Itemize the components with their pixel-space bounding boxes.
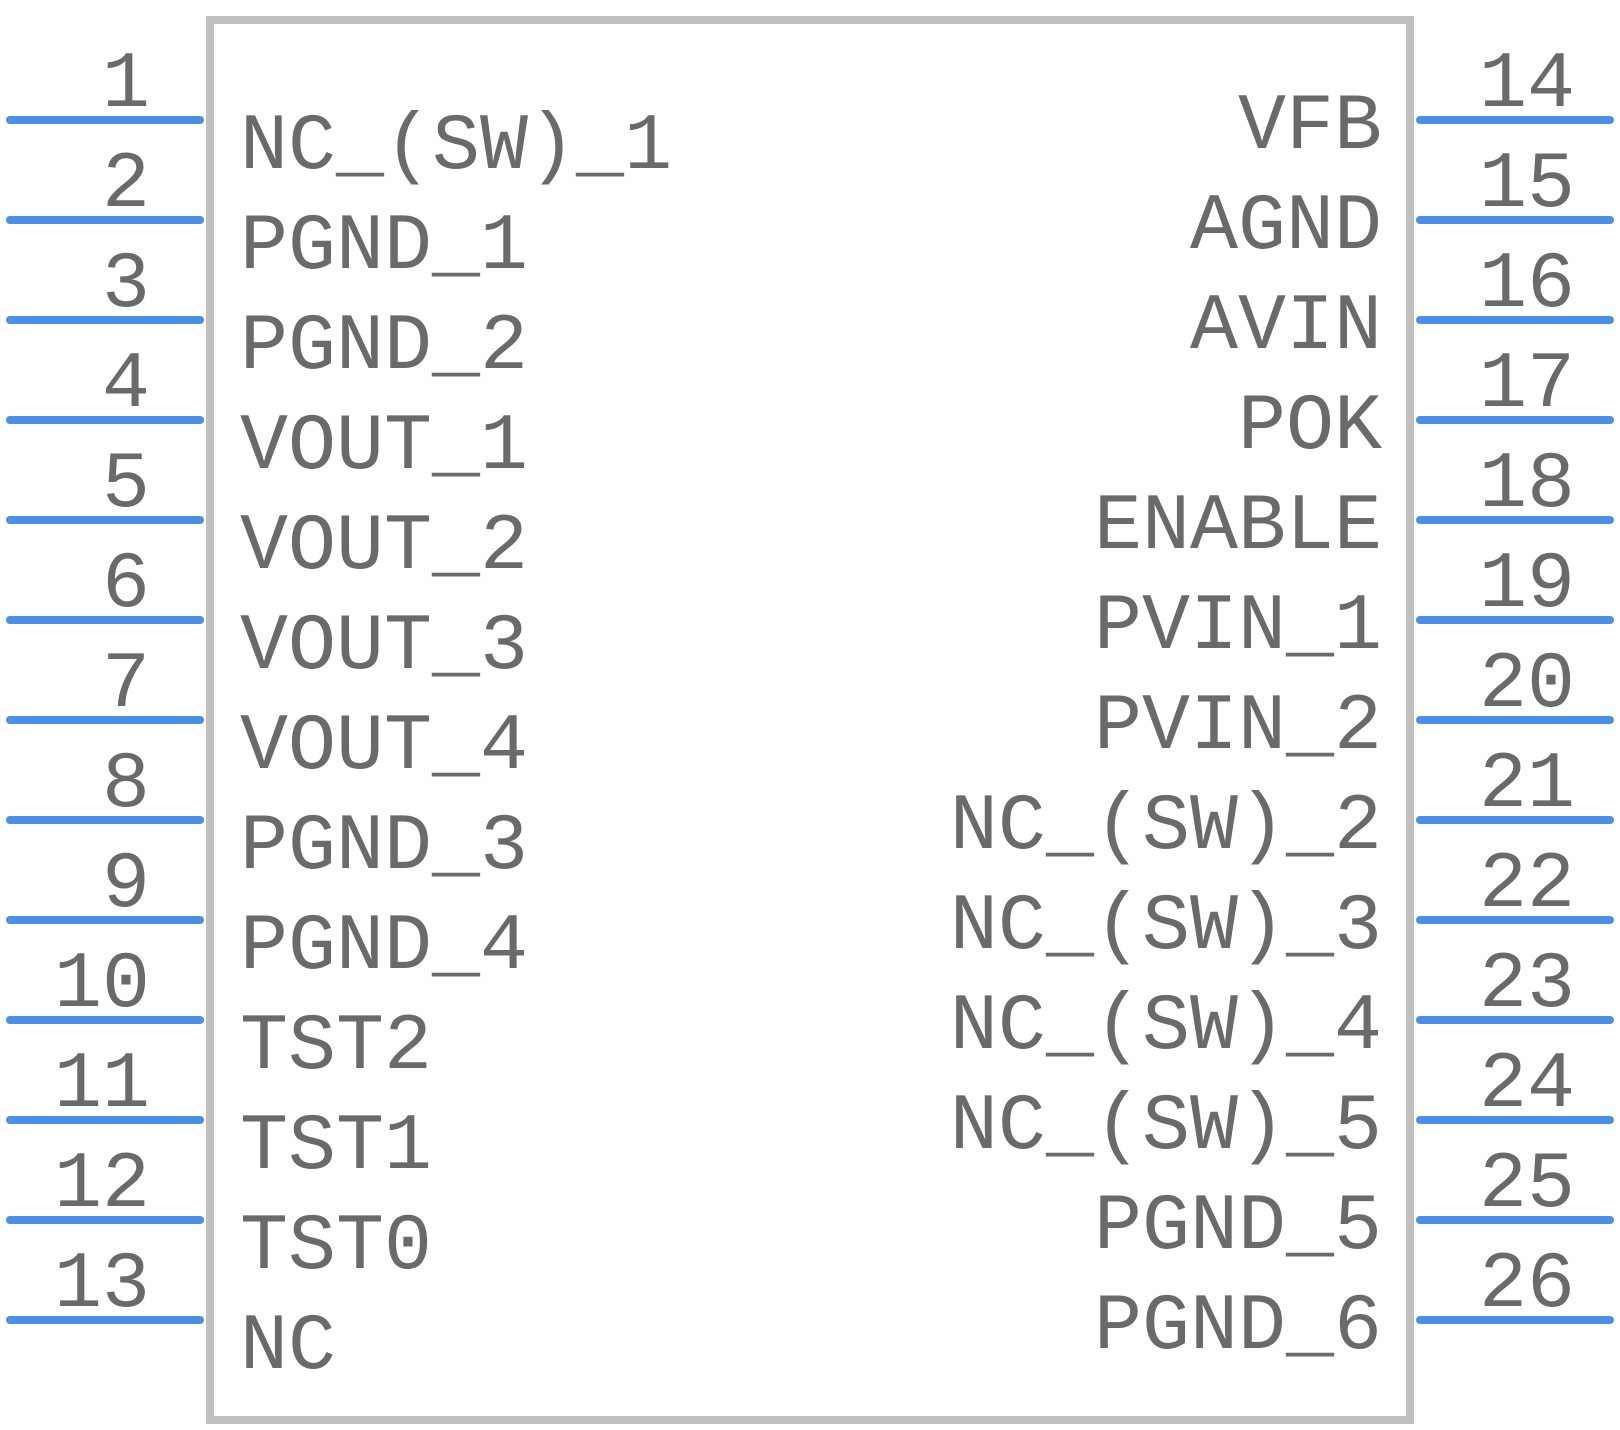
pin-16: 16 AVIN	[1190, 240, 1614, 373]
pin-name-tst2: TST2	[240, 1002, 432, 1093]
pin-18: 18 ENABLE	[1094, 440, 1614, 573]
pin-number: 21	[1479, 740, 1575, 831]
pin-name-pok: POK	[1238, 382, 1382, 473]
pin-14: 14 VFB	[1238, 40, 1614, 173]
pin-name-pgnd-4: PGND_4	[240, 902, 528, 993]
pin-26: 26 PGND_6	[1094, 1240, 1614, 1373]
pin-name-pgnd-3: PGND_3	[240, 802, 528, 893]
pin-24: 24 NC_(SW)_5	[950, 1040, 1614, 1173]
pin-number: 2	[102, 140, 150, 231]
pin-name-pgnd-6: PGND_6	[1094, 1282, 1382, 1373]
pin-name-tst0: TST0	[240, 1202, 432, 1293]
pin-number: 19	[1479, 540, 1575, 631]
pin-name-avin: AVIN	[1190, 282, 1382, 373]
pin-23: 23 NC_(SW)_4	[950, 940, 1614, 1073]
pin-17: 17 POK	[1238, 340, 1614, 473]
pin-number: 22	[1479, 840, 1575, 931]
pin-number: 11	[54, 1040, 150, 1131]
pin-name-nc: NC	[240, 1302, 336, 1393]
pin-name-vout-2: VOUT_2	[240, 502, 528, 593]
left-pin-group: 1NC_(SW)_12PGND_13PGND_24VOUT_15VOUT_26V…	[6, 40, 672, 1393]
pin-number: 6	[102, 540, 150, 631]
pin-number: 23	[1479, 940, 1575, 1031]
pin-number: 25	[1479, 1140, 1575, 1231]
pin-number: 1	[102, 40, 150, 131]
pin-number: 14	[1479, 40, 1575, 131]
pin-name-nc-sw-3: NC_(SW)_3	[950, 882, 1382, 973]
pin-number: 8	[102, 740, 150, 831]
pin-number: 10	[54, 940, 150, 1031]
pin-name-pvin-2: PVIN_2	[1094, 682, 1382, 773]
pin-number: 24	[1479, 1040, 1575, 1131]
pin-number: 17	[1479, 340, 1575, 431]
pin-number: 15	[1479, 140, 1575, 231]
pin-number: 3	[102, 240, 150, 331]
pin-name-nc-sw-5: NC_(SW)_5	[950, 1082, 1382, 1173]
pin-number: 7	[102, 640, 150, 731]
pin-number: 12	[54, 1140, 150, 1231]
pin-name-agnd: AGND	[1190, 182, 1382, 273]
pin-name-nc-sw-4: NC_(SW)_4	[950, 982, 1382, 1073]
pin-name-tst1: TST1	[240, 1102, 432, 1193]
pin-19: 19 PVIN_1	[1094, 540, 1614, 673]
pin-name-pgnd-5: PGND_5	[1094, 1182, 1382, 1273]
pin-20: 20 PVIN_2	[1094, 640, 1614, 773]
pin-name-vfb: VFB	[1238, 82, 1382, 173]
pin-name-enable: ENABLE	[1094, 482, 1382, 573]
pin-name-nc-sw-1: NC_(SW)_1	[240, 102, 672, 193]
pin-name-vout-1: VOUT_1	[240, 402, 528, 493]
pin-number: 18	[1479, 440, 1575, 531]
pin-number: 5	[102, 440, 150, 531]
right-pin-group: 14VFB15AGND16AVIN17POK18ENABLE19PVIN_120…	[950, 40, 1614, 1373]
pin-21: 21 NC_(SW)_2	[950, 740, 1614, 873]
pin-number: 20	[1479, 640, 1575, 731]
pin-22: 22 NC_(SW)_3	[950, 840, 1614, 973]
pin-number: 13	[54, 1240, 150, 1331]
pin-1: 1NC_(SW)_1	[6, 40, 672, 193]
pin-15: 15 AGND	[1190, 140, 1614, 273]
pin-name-pgnd-2: PGND_2	[240, 302, 528, 393]
pin-number: 16	[1479, 240, 1575, 331]
pin-name-nc-sw-2: NC_(SW)_2	[950, 782, 1382, 873]
pin-name-vout-4: VOUT_4	[240, 702, 528, 793]
ic-body-outline	[206, 16, 1414, 1424]
pin-name-pvin-1: PVIN_1	[1094, 582, 1382, 673]
pin-number: 4	[102, 340, 150, 431]
pin-25: 25 PGND_5	[1094, 1140, 1614, 1273]
pin-name-vout-3: VOUT_3	[240, 602, 528, 693]
pin-number: 26	[1479, 1240, 1575, 1331]
pin-name-pgnd-1: PGND_1	[240, 202, 528, 293]
pin-number: 9	[102, 840, 150, 931]
